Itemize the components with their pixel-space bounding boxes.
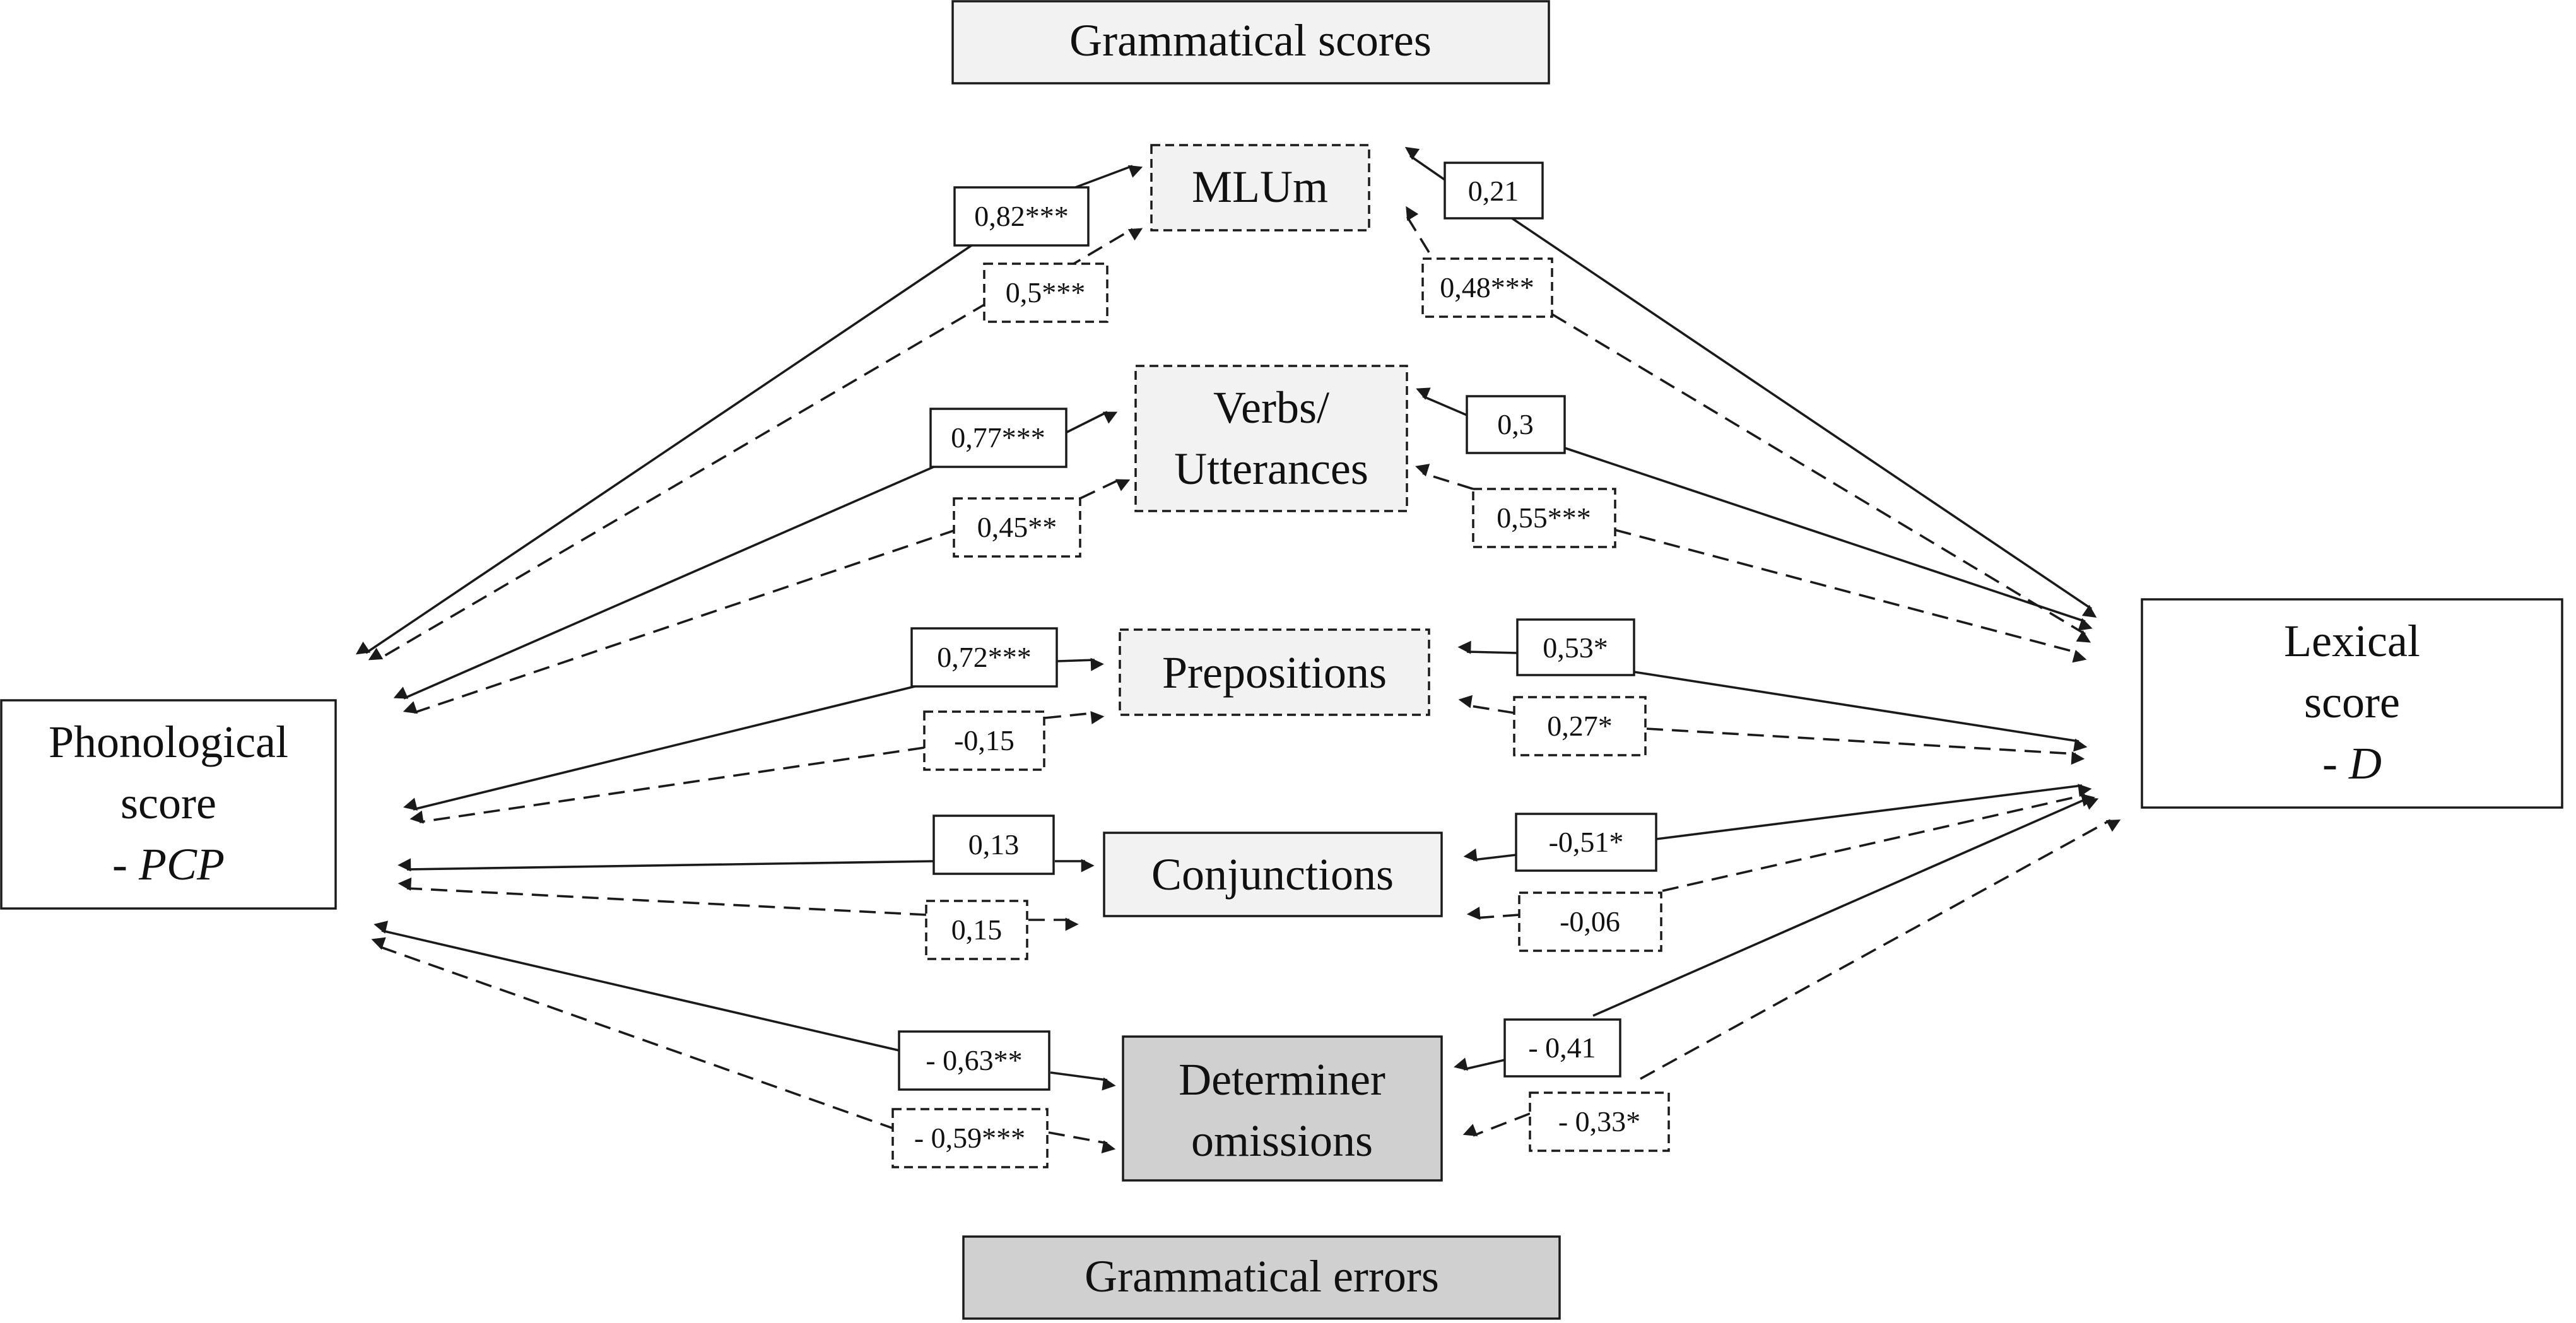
- svg-text:- 0,63**: - 0,63**: [926, 1044, 1022, 1076]
- coef-conjunctions-lex-solid: -0,51*: [1515, 813, 1657, 872]
- coef-prepositions-lex-dashed: 0,27*: [1513, 696, 1647, 756]
- coef-prepositions-phon-dashed: -0,15: [923, 710, 1045, 771]
- svg-text:0,27*: 0,27*: [1547, 710, 1613, 742]
- coef-conjunctions-phon-dashed: 0,15: [925, 900, 1028, 960]
- coef-verbs-lex-solid: 0,3: [1466, 395, 1566, 454]
- lexical-score-box: Lexical score - D: [2141, 598, 2563, 809]
- svg-text:0,45**: 0,45**: [977, 511, 1057, 543]
- mlum-box: MLUm: [1150, 144, 1370, 232]
- coef-determiner-phon-dashed: - 0,59***: [891, 1108, 1049, 1168]
- svg-text:0,48***: 0,48***: [1440, 271, 1534, 303]
- svg-text:0,21: 0,21: [1468, 175, 1519, 207]
- conjunctions-box: Conjunctions: [1103, 832, 1443, 917]
- coef-verbs-lex-dashed: 0,55***: [1472, 488, 1616, 548]
- verbs-label-line1: Verbs/: [1213, 382, 1329, 433]
- prepositions-box: Prepositions: [1119, 628, 1430, 716]
- coef-prepositions-phon-solid: 0,72***: [910, 627, 1058, 688]
- svg-text:0,13: 0,13: [968, 828, 1020, 861]
- phonological-score-box: Phonological score - PCP: [0, 699, 337, 910]
- phonological-line2: score: [121, 778, 216, 828]
- coef-mlum-phon-solid: 0,82***: [953, 186, 1090, 247]
- svg-text:- 0,59***: - 0,59***: [914, 1122, 1025, 1154]
- coef-conjunctions-lex-dashed: -0,06: [1518, 891, 1662, 952]
- verbs-utterances-box: Verbs/ Utterances: [1134, 365, 1408, 512]
- mlum-label: MLUm: [1192, 162, 1328, 212]
- lexical-line3: - D: [2322, 738, 2382, 789]
- svg-text:- 0,41: - 0,41: [1528, 1032, 1596, 1064]
- coef-verbs-phon-solid: 0,77***: [929, 408, 1067, 468]
- svg-text:0,77***: 0,77***: [951, 421, 1045, 454]
- coef-mlum-phon-dashed: 0,5***: [983, 262, 1109, 323]
- phonological-line1: Phonological: [49, 717, 288, 767]
- svg-text:-0,06: -0,06: [1560, 905, 1620, 938]
- coef-determiner-phon-solid: - 0,63**: [898, 1030, 1050, 1091]
- svg-text:0,82***: 0,82***: [974, 200, 1069, 232]
- svg-text:-0,15: -0,15: [954, 724, 1015, 756]
- coef-mlum-lex-dashed: 0,48***: [1421, 257, 1553, 318]
- coef-conjunctions-phon-solid: 0,13: [932, 814, 1055, 875]
- svg-text:0,15: 0,15: [951, 914, 1003, 946]
- coef-determiner-lex-solid: - 0,41: [1503, 1018, 1621, 1078]
- prepositions-label: Prepositions: [1162, 647, 1387, 698]
- verbs-label-line2: Utterances: [1174, 444, 1368, 494]
- svg-text:0,72***: 0,72***: [937, 641, 1032, 673]
- svg-text:0,3: 0,3: [1497, 408, 1534, 440]
- svg-text:-0,51*: -0,51*: [1549, 826, 1624, 858]
- conjunctions-label: Conjunctions: [1151, 849, 1394, 900]
- determiner-label-line2: omissions: [1191, 1115, 1373, 1166]
- lexical-line2: score: [2304, 677, 2400, 727]
- coef-verbs-phon-dashed: 0,45**: [953, 497, 1081, 558]
- grammatical-scores-header: Grammatical scores: [951, 0, 1550, 85]
- coef-prepositions-lex-solid: 0,53*: [1516, 618, 1635, 676]
- svg-text:0,53*: 0,53*: [1543, 632, 1608, 664]
- coef-mlum-lex-solid: 0,21: [1444, 162, 1544, 220]
- grammatical-scores-title: Grammatical scores: [1069, 15, 1432, 66]
- svg-text:0,5***: 0,5***: [1006, 276, 1086, 309]
- lexical-line1: Lexical: [2284, 616, 2420, 666]
- phonological-line3: - PCP: [112, 839, 225, 890]
- lexical-arrows: [1404, 146, 2121, 1137]
- svg-text:- 0,33*: - 0,33*: [1558, 1105, 1640, 1138]
- grammatical-errors-header: Grammatical errors: [962, 1235, 1561, 1320]
- determiner-label-line1: Determiner: [1179, 1054, 1385, 1105]
- coef-determiner-lex-dashed: - 0,33*: [1529, 1091, 1670, 1152]
- phonological-arrows: [355, 165, 1143, 1154]
- grammatical-errors-title: Grammatical errors: [1085, 1251, 1439, 1302]
- determiner-omissions-box: Determiner omissions: [1122, 1035, 1443, 1182]
- svg-text:0,55***: 0,55***: [1497, 502, 1591, 534]
